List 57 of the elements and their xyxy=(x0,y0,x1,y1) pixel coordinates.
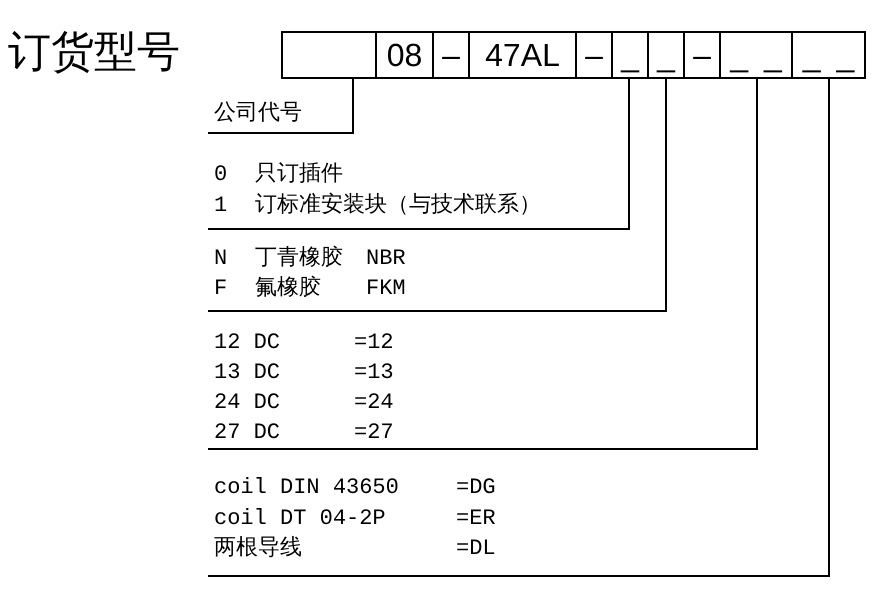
option-code: F xyxy=(214,275,228,303)
option-code: =DL xyxy=(456,535,496,563)
material-code: NBR xyxy=(366,245,406,273)
code-segment-box xyxy=(281,31,377,79)
option-code: =13 xyxy=(354,359,394,387)
voltage-option: 27 DC xyxy=(214,419,280,447)
fill-in-line: _ xyxy=(657,36,675,75)
leader-line xyxy=(756,79,758,322)
title: 订货型号 xyxy=(8,26,180,79)
option-code: N xyxy=(214,245,228,273)
code-segment-box xyxy=(791,31,866,79)
option-code: =12 xyxy=(354,329,394,357)
leader-line xyxy=(628,79,630,150)
code-segment-box xyxy=(611,31,649,79)
fill-in-line: _ xyxy=(802,36,820,75)
leader-line xyxy=(828,79,830,462)
separator-dash: – xyxy=(442,36,460,75)
fill-in-line: _ xyxy=(730,36,748,75)
option-bracket xyxy=(208,322,758,450)
model-code-text: 08 xyxy=(386,36,422,75)
leader-line xyxy=(665,79,667,240)
code-segment-box xyxy=(575,31,613,79)
option-code: =ER xyxy=(456,504,496,532)
option-description: 订标准安装块（与技术联系） xyxy=(255,192,541,220)
voltage-option: 24 DC xyxy=(214,389,280,417)
option-description: 只订插件 xyxy=(255,161,343,189)
leader-line xyxy=(352,79,354,92)
separator-dash: – xyxy=(693,36,711,75)
code-segment-box xyxy=(647,31,685,79)
option-code: =24 xyxy=(354,389,394,417)
voltage-option: 13 DC xyxy=(214,359,280,387)
option-bracket xyxy=(208,462,830,577)
fill-in-line: _ xyxy=(764,36,782,75)
code-segment-box xyxy=(719,31,793,79)
fill-in-line: _ xyxy=(621,36,639,75)
option-bracket xyxy=(208,240,667,312)
option-code: =DG xyxy=(456,474,496,502)
separator-dash: – xyxy=(585,36,603,75)
code-segment-box xyxy=(375,31,434,79)
code-segment-box xyxy=(468,31,577,79)
model-code-text: 47AL xyxy=(485,36,560,75)
option-code: =27 xyxy=(354,419,394,447)
voltage-option: 12 DC xyxy=(214,329,280,357)
connector-option: coil DT 04-2P xyxy=(214,504,386,532)
code-segment-box xyxy=(683,31,721,79)
option-description: 氟橡胶 xyxy=(255,275,321,303)
option-description: 丁青橡胶 xyxy=(255,245,343,273)
code-segment-box xyxy=(432,31,470,79)
material-code: FKM xyxy=(366,275,406,303)
connector-option: 两根导线 xyxy=(214,535,302,563)
field-label: 公司代号 xyxy=(214,100,302,128)
connector-option: coil DIN 43650 xyxy=(214,474,399,502)
option-code: 1 xyxy=(214,192,228,220)
option-code: 0 xyxy=(214,161,228,189)
fill-in-line: _ xyxy=(836,36,854,75)
option-bracket xyxy=(208,150,630,230)
option-bracket xyxy=(208,92,354,134)
